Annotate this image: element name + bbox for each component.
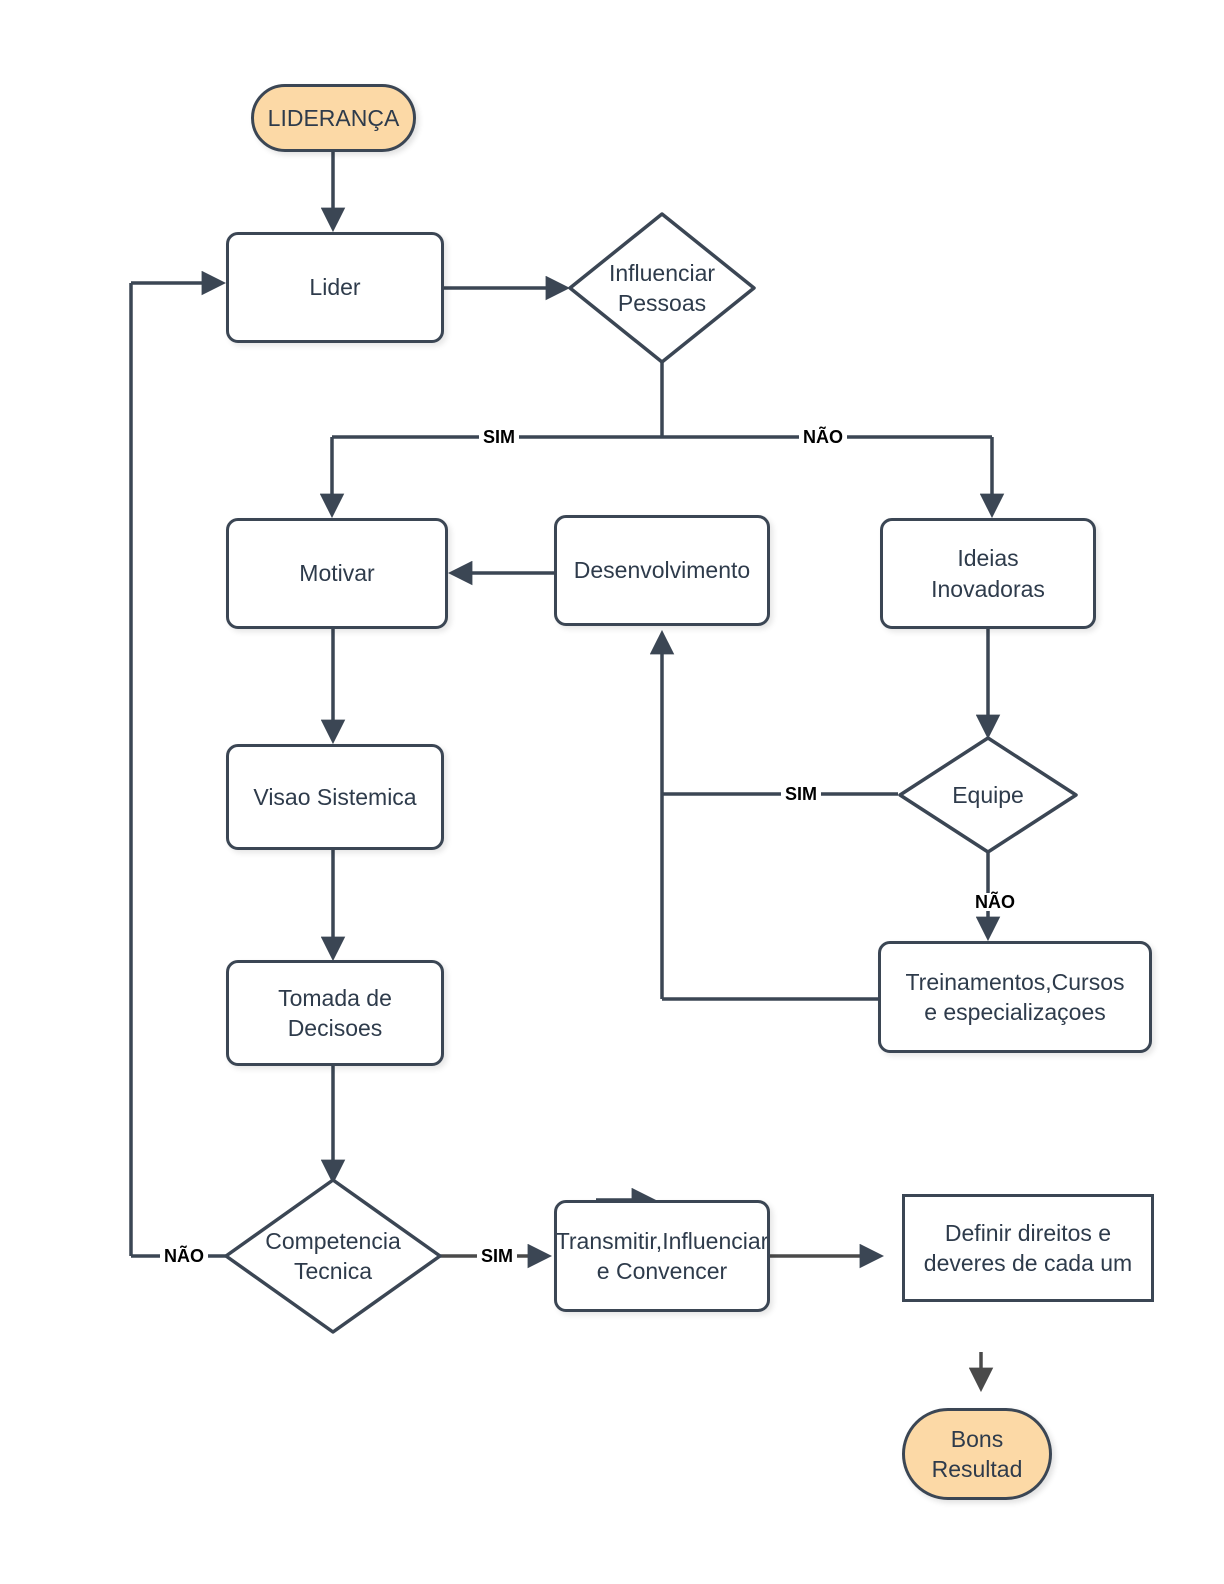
node-lider-label: Lider xyxy=(309,274,361,301)
edge-label-competencia-sim: SIM xyxy=(476,1247,518,1265)
node-visao-sistemica[interactable]: Visao Sistemica xyxy=(226,744,444,850)
definir-line1: Definir direitos e xyxy=(944,1219,1112,1246)
ideias-line2: Inovadoras xyxy=(931,575,1045,602)
bons-line2: Resultad xyxy=(931,1456,1023,1482)
node-lider[interactable]: Lider xyxy=(226,232,444,343)
edge-label-competencia-nao: NÃO xyxy=(160,1247,208,1265)
node-competencia-tecnica[interactable]: Competencia Tecnica xyxy=(222,1176,444,1336)
node-equipe[interactable]: Equipe xyxy=(896,734,1080,856)
tomada-line1: Tomada de xyxy=(278,984,392,1011)
node-lideranca[interactable]: LIDERANÇA xyxy=(251,84,416,152)
node-bons-resultad[interactable]: Bons Resultad xyxy=(902,1408,1052,1500)
node-lideranca-label: LIDERANÇA xyxy=(267,104,400,131)
transmitir-line2: e Convencer xyxy=(596,1258,728,1284)
bons-line1: Bons xyxy=(950,1425,1004,1452)
node-ideias-inovadoras-label: Ideias Inovadoras xyxy=(931,543,1045,604)
influenciar-pessoas-diamond-icon xyxy=(568,212,756,364)
node-influenciar-pessoas-label: Influenciar Pessoas xyxy=(609,258,715,319)
competencia-tecnica-diamond-icon xyxy=(224,1178,442,1334)
node-desenvolvimento[interactable]: Desenvolvimento xyxy=(554,515,770,626)
edge-label-influenciar-nao: NÃO xyxy=(799,428,847,446)
node-definir-direitos-label: Definir direitos e deveres de cada um xyxy=(924,1218,1132,1279)
node-treinamentos[interactable]: Treinamentos,Cursos e especializaçoes xyxy=(878,941,1152,1053)
influenciar-line1: Influenciar xyxy=(608,259,716,286)
tomada-line2: Decisoes xyxy=(287,1015,383,1041)
node-treinamentos-label: Treinamentos,Cursos e especializaçoes xyxy=(905,967,1124,1028)
node-equipe-label: Equipe xyxy=(952,781,1024,808)
treinamentos-line2: e especializaçoes xyxy=(924,999,1106,1025)
competencia-line2: Tecnica xyxy=(294,1258,372,1284)
edge-label-influenciar-sim: SIM xyxy=(478,428,520,446)
edge-label-equipe-nao: NÃO xyxy=(971,893,1019,911)
node-tomada-decisoes-label: Tomada de Decisoes xyxy=(278,983,392,1044)
ideias-line1: Ideias xyxy=(957,545,1019,572)
node-transmitir[interactable]: Transmitir,Influenciar e Convencer xyxy=(554,1200,770,1312)
node-ideias-inovadoras[interactable]: Ideias Inovadoras xyxy=(880,518,1096,629)
node-definir-direitos[interactable]: Definir direitos e deveres de cada um xyxy=(902,1194,1154,1302)
competencia-line1: Competencia xyxy=(265,1227,401,1254)
node-tomada-decisoes[interactable]: Tomada de Decisoes xyxy=(226,960,444,1066)
definir-line2: deveres de cada um xyxy=(923,1250,1133,1276)
node-competencia-tecnica-label: Competencia Tecnica xyxy=(265,1226,401,1287)
influenciar-line2: Pessoas xyxy=(617,290,707,316)
node-transmitir-label: Transmitir,Influenciar e Convencer xyxy=(555,1226,769,1287)
node-motivar-label: Motivar xyxy=(299,560,375,587)
edge-label-equipe-sim: SIM xyxy=(780,785,822,803)
node-bons-resultad-label: Bons Resultad xyxy=(932,1424,1023,1485)
node-influenciar-pessoas[interactable]: Influenciar Pessoas xyxy=(566,210,758,366)
treinamentos-line1: Treinamentos,Cursos xyxy=(905,968,1125,995)
node-motivar[interactable]: Motivar xyxy=(226,518,448,629)
transmitir-line1: Transmitir,Influenciar xyxy=(555,1227,769,1254)
node-desenvolvimento-label: Desenvolvimento xyxy=(573,557,751,584)
node-visao-sistemica-label: Visao Sistemica xyxy=(253,783,417,810)
equipe-diamond-icon xyxy=(898,736,1078,854)
